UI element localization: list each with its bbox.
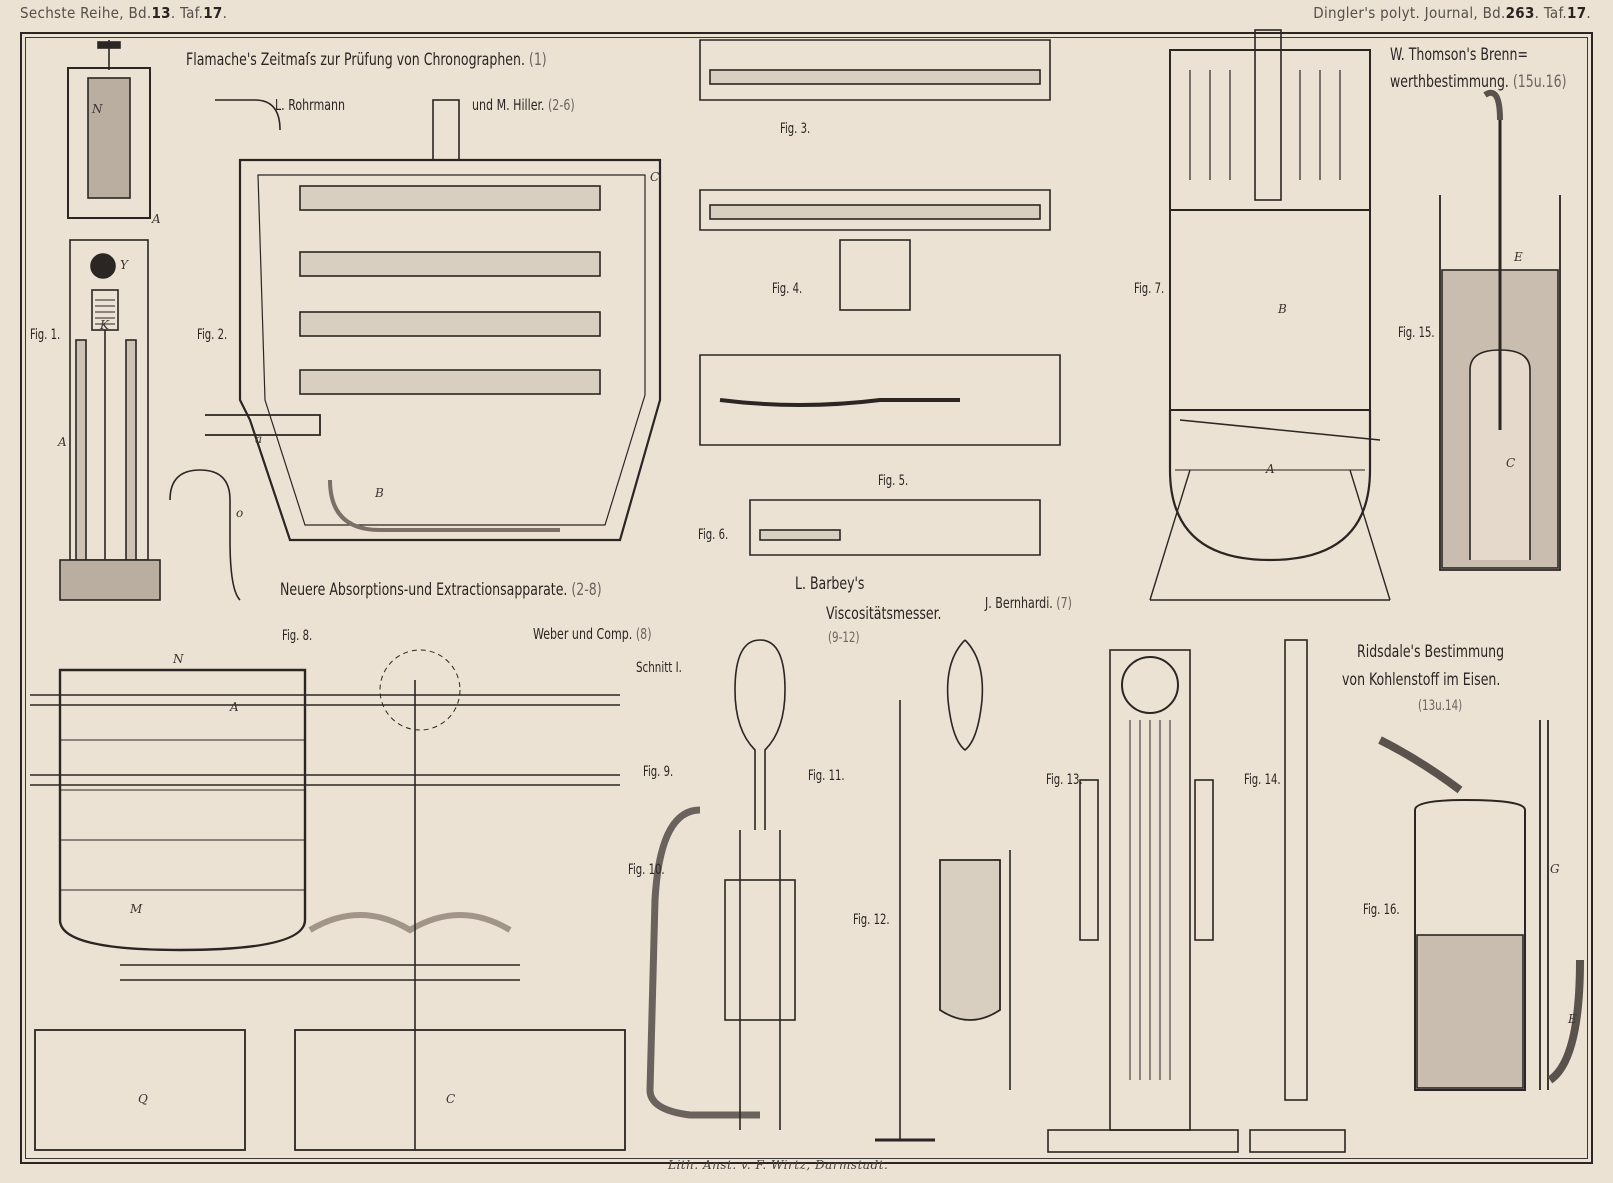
title-ridsdale-ref: (13u.14) [1418,698,1462,714]
title-rohrmann: L. Rohrmann [275,96,345,114]
title-text: Schnitt I. [636,660,682,676]
fig13-14-drawing [1047,639,1346,1153]
title-text: Flamache's Zeitmaſs zur Prüfung von Chro… [186,50,525,70]
punctuation: . [1586,4,1591,22]
part-letter: A [58,435,67,449]
part-letter: Y [120,258,128,272]
title-barbey-line2: Viscositätsmesser. [826,604,942,624]
title-text: L. Barbey's [795,574,865,594]
part-letter: C [650,170,660,184]
part-letter: E [1514,250,1523,264]
fig2-drawing [169,99,662,601]
fig-label-15: Fig. 15. [1398,325,1435,341]
title-text: Viscositätsmesser. [826,604,942,624]
title-flamache: Flamache's Zeitmaſs zur Prüfung von Chro… [186,50,547,70]
title-hiller: und M. Hiller. (2-6) [472,96,575,114]
fig-label-4: Fig. 4. [772,281,803,297]
part-letter: A [1266,462,1275,476]
volume-number: 13 [151,4,171,22]
title-thomson-line2: werthbestimmung. (15u.16) [1390,72,1567,92]
title-text: J. Bernhardi. [985,594,1053,612]
title-text: Neuere Absorptions-und Extractionsappara… [280,580,568,600]
title-weber: Weber und Comp. (8) [533,625,652,643]
fig-label-14: Fig. 14. [1244,772,1281,788]
part-letter: a [255,432,263,446]
fig-label-13: Fig. 13. [1046,772,1083,788]
figure-reference: (9-12) [828,630,860,646]
fig-label-8: Fig. 8. [282,628,313,644]
title-thomson-line1: W. Thomson's Brenn= [1390,45,1528,65]
title-text: werthbestimmung. [1390,72,1509,92]
title-barbey-ref: (9-12) [828,630,860,646]
fig-label-11: Fig. 11. [808,768,845,784]
fig10-drawing [646,639,796,1130]
part-letter: B [1278,302,1287,316]
series-label: Sechste Reihe, Bd. [20,4,152,22]
title-text: L. Rohrmann [275,96,346,114]
figure-reference: (1) [528,50,547,70]
title-text: W. Thomson's Brenn= [1390,45,1528,65]
fig-label-5: Fig. 5. [878,473,909,489]
figure-reference: (15u.16) [1512,72,1567,92]
title-barbey-line1: L. Barbey's [795,574,864,594]
title-text: und M. Hiller. [472,96,545,114]
fig-label-9: Fig. 9. [643,764,674,780]
plate-number: 17 [1567,4,1587,22]
plate-label: . Taf. [170,4,204,22]
fig1-drawing [59,40,161,601]
part-letter: A [230,700,239,714]
part-letter: N [92,102,103,116]
volume-number: 263 [1505,4,1535,22]
fig-label-3: Fig. 3. [780,121,811,137]
title-text: von Kohlenstoff im Eisen. [1342,670,1501,690]
plate-header-left: Sechste Reihe, Bd.13. Taf.17. [20,4,227,22]
journal-label: Dingler's polyt. Journal, Bd. [1313,4,1506,22]
part-letter: M [130,902,143,916]
part-letter: N [173,652,184,666]
title-ridsdale-line2: von Kohlenstoff im Eisen. [1342,670,1500,690]
fig8-drawing [30,649,626,1151]
part-letter: G [1550,862,1560,876]
part-letter: K [100,318,109,332]
fig-label-10: Fig. 10. [628,862,665,878]
title-text: Ridsdale's Bestimmung [1357,642,1505,662]
figure-reference: (8) [635,625,652,643]
fig-label-6: Fig. 6. [698,527,729,543]
fig-label-12: Fig. 12. [853,912,890,928]
fig-label-16: Fig. 16. [1363,902,1400,918]
figure-reference: (7) [1056,594,1072,612]
plate-header-right: Dingler's polyt. Journal, Bd.263. Taf.17… [1313,4,1591,22]
plate-label: . Taf. [1534,4,1568,22]
fig12-drawing [875,639,1011,1142]
fig-label-2: Fig. 2. [197,327,228,343]
fig3-6-drawing [699,39,1061,556]
lithographer-credit: Lith. Anst. v. F. Wirtz, Darmstadt. [668,1158,889,1172]
title-ridsdale-line1: Ridsdale's Bestimmung [1357,642,1504,662]
punctuation: . [222,4,228,22]
fig16-drawing [1378,720,1584,1091]
figure-reference: (2-6) [547,96,575,114]
part-letter: C [1506,456,1516,470]
part-letter: C [446,1092,456,1106]
title-text: Weber und Comp. [533,625,633,643]
plate-frame-outer [20,32,1593,1164]
fig-label-7: Fig. 7. [1134,281,1165,297]
fig7-drawing [1149,29,1391,601]
plate-number: 17 [203,4,223,22]
part-letter: A [152,212,161,226]
plate-frame-inner [25,37,1588,1159]
part-letter: o [236,506,244,520]
part-letter: E [1568,1012,1577,1026]
fig-label-1: Fig. 1. [30,327,61,343]
schnitt-label: Schnitt I. [636,660,682,676]
figure-reference: (2-8) [571,580,602,600]
fig15-drawing [1439,89,1561,571]
title-bernhardi: J. Bernhardi. (7) [985,594,1072,612]
figure-reference: (13u.14) [1418,698,1463,714]
title-absorption: Neuere Absorptions-und Extractionsappara… [280,580,602,600]
part-letter: Q [138,1092,148,1106]
part-letter: B [375,486,384,500]
